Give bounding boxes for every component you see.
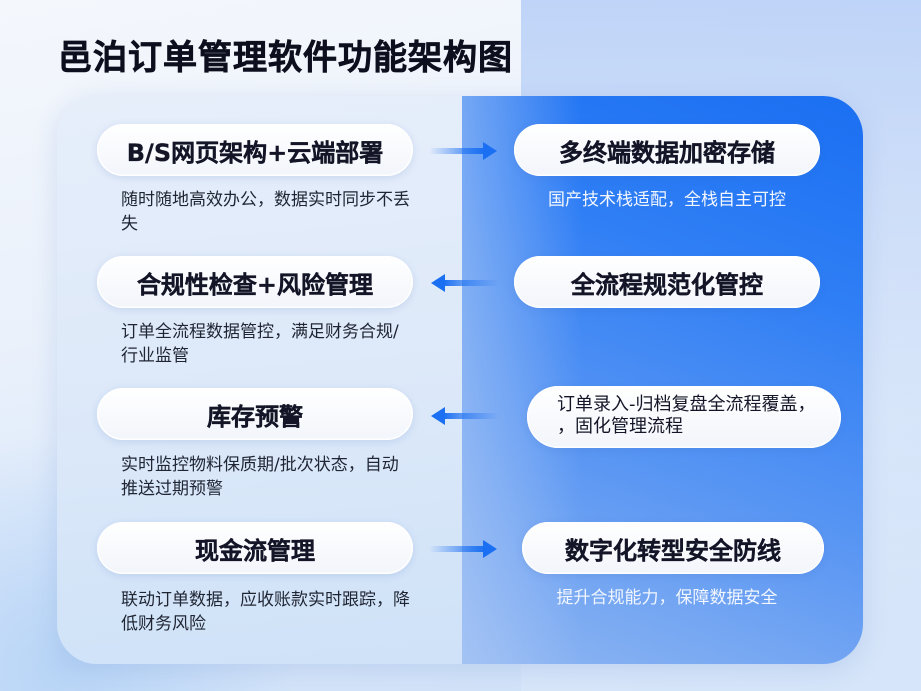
feature-pill-encrypted-storage: 多终端数据加密存储 (514, 124, 820, 176)
feature-pill-cashflow: 现金流管理 (97, 522, 413, 574)
arrow-right-icon (429, 539, 499, 559)
feature-desc-bs-cloud: 随时随地高效办公，数据实时同步不丢失 (121, 190, 410, 234)
feature-pill-bs-cloud: B/S网页架构+云端部署 (97, 124, 413, 176)
feature-pill-inventory-alert: 库存预警 (97, 388, 413, 440)
left-column-panel (57, 96, 462, 664)
feature-desc-encrypted-storage: 国产技术栈适配，全栈自主可控 (548, 190, 786, 210)
feature-desc-compliance-risk: 订单全流程数据管控，满足财务合规/行业监管 (121, 322, 399, 366)
architecture-panel: B/S网页架构+云端部署 随时随地高效办公，数据实时同步不丢失 多终端数据加密存… (57, 96, 863, 664)
feature-pill-compliance-risk: 合规性检查+风险管理 (97, 256, 413, 308)
right-column-panel (462, 96, 863, 664)
feature-desc-inventory-alert: 实时监控物料保质期/批次状态，自动推送过期预警 (121, 455, 399, 499)
arrow-right-icon (429, 141, 499, 161)
page-title: 邑泊订单管理软件功能架构图 (58, 38, 513, 79)
feature-pill-order-lifecycle: 订单录入-归档复盘全流程覆盖， ，固化管理流程 (527, 386, 841, 448)
arrow-left-icon (429, 273, 499, 293)
feature-pill-process-control: 全流程规范化管控 (514, 256, 820, 308)
feature-desc-security-defense: 提升合规能力，保障数据安全 (556, 588, 778, 608)
feature-desc-cashflow: 联动订单数据，应收账款实时跟踪，降低财务风险 (121, 590, 410, 634)
arrow-left-icon (429, 406, 499, 426)
feature-pill-security-defense: 数字化转型安全防线 (522, 522, 824, 574)
